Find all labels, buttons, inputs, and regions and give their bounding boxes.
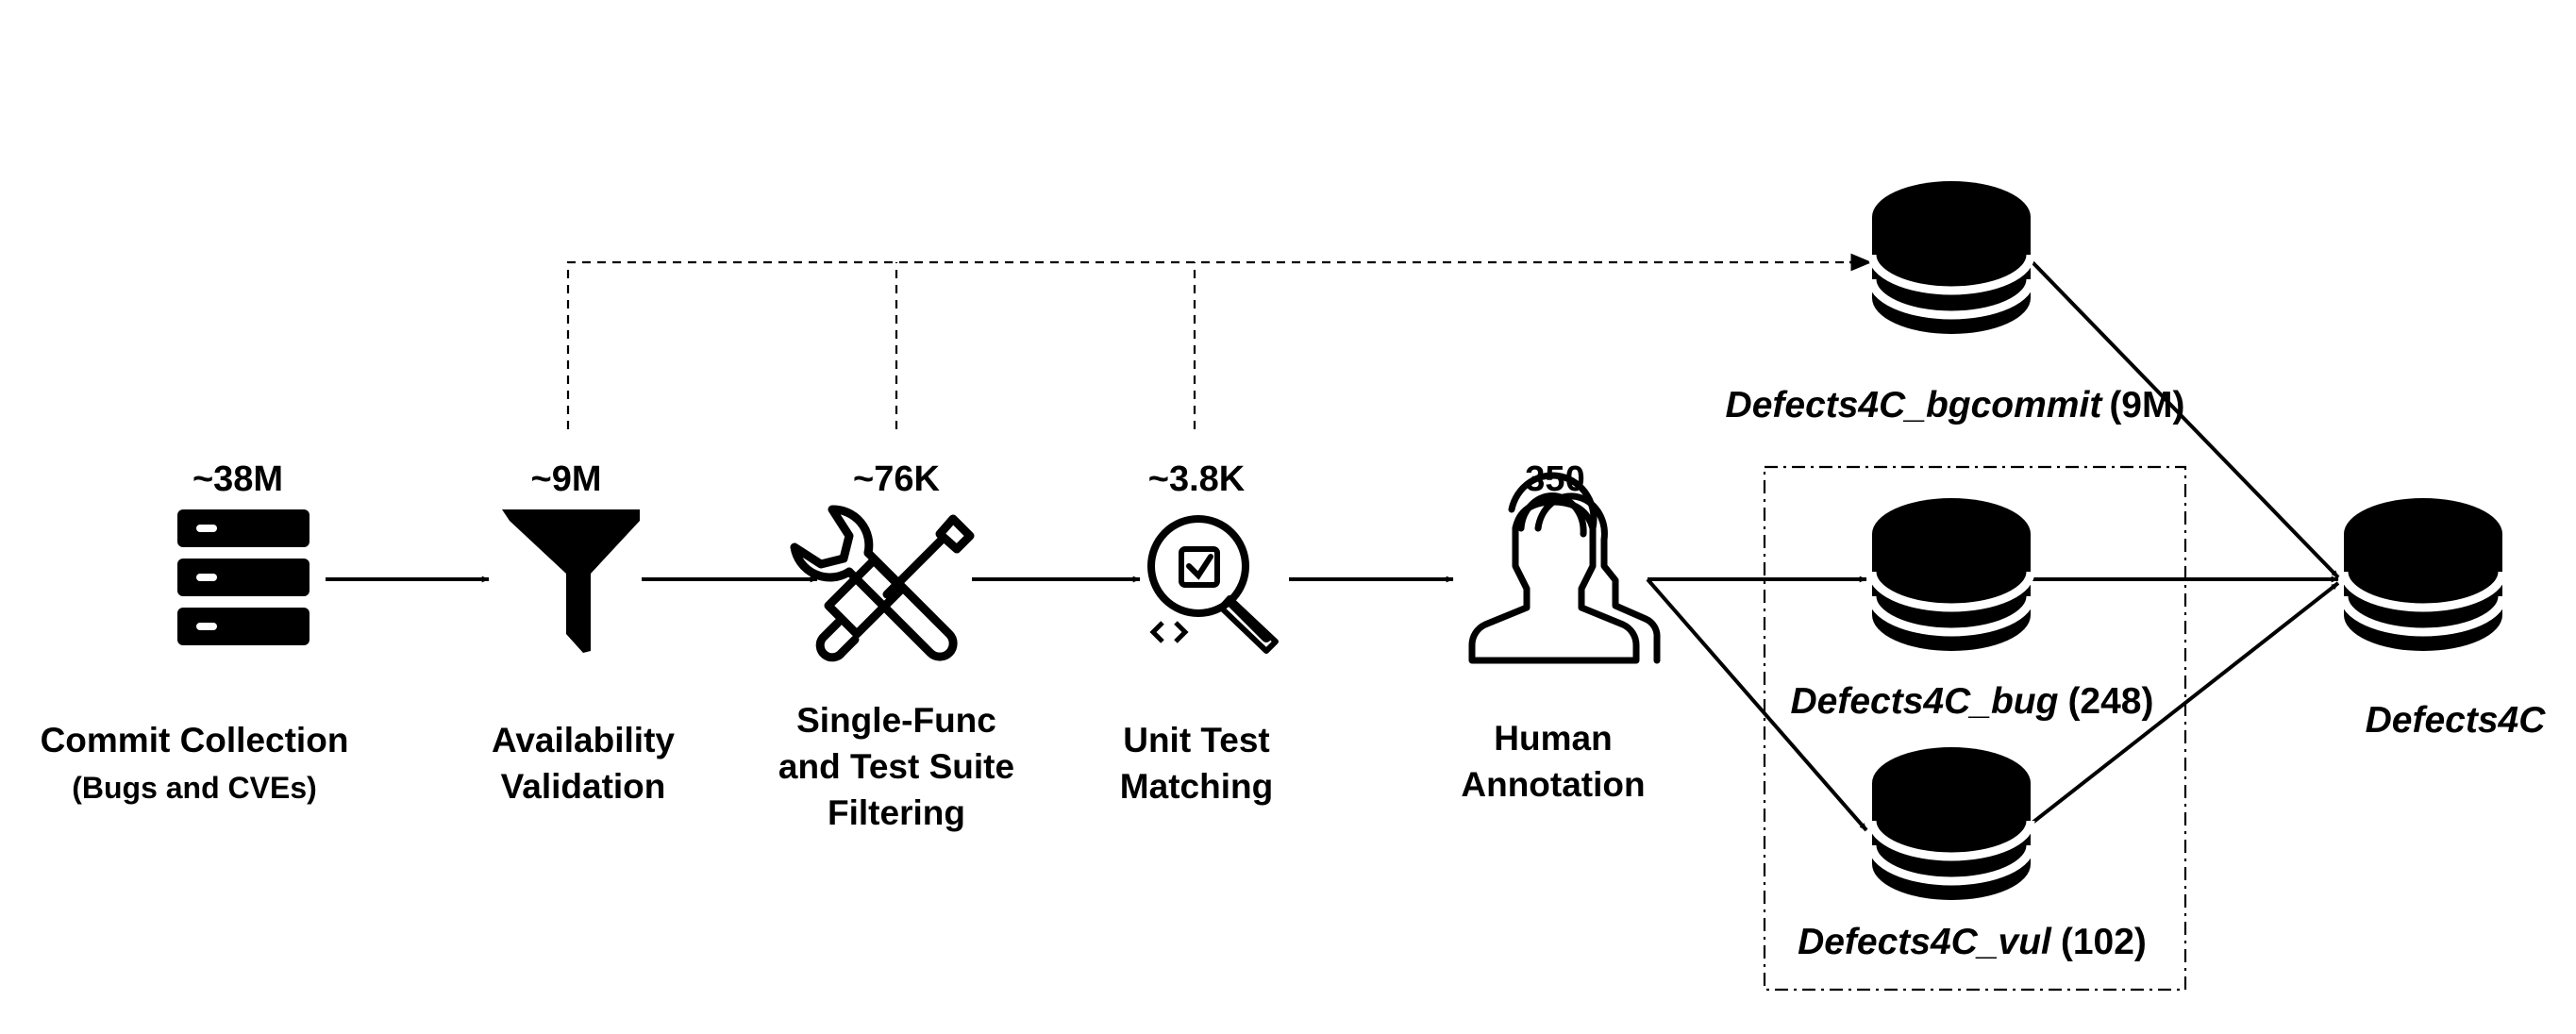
- magnifier-check-icon: [1147, 515, 1279, 654]
- stage-label-single-func-line1: Single-Func: [796, 701, 996, 740]
- dataset-name-final: Defects4C: [2366, 700, 2547, 741]
- stage-label-single-func-line2: and Test Suite: [778, 747, 1014, 786]
- stage-label-human-line1: Human: [1494, 719, 1612, 758]
- users-icon: [1468, 472, 1661, 664]
- server-stack-icon: [177, 509, 309, 645]
- stage-label-availability-line2: Validation: [501, 767, 666, 806]
- stage-label-unit-test-line1: Unit Test: [1123, 721, 1270, 759]
- dataset-name-bgcommit: Defects4C_bgcommit: [1726, 385, 2104, 425]
- stage-count-single-func-filtering: ~76K: [853, 459, 940, 499]
- bypass-connectors: [566, 253, 1872, 429]
- annotation-output-box: [1763, 465, 2187, 992]
- funnel-icon: [502, 509, 640, 653]
- stage-count-availability-validation: ~9M: [531, 459, 602, 499]
- stage-sublabel-commit-collection: (Bugs and CVEs): [72, 771, 317, 805]
- stage-label-unit-test-line2: Matching: [1120, 767, 1273, 806]
- stage-count-commit-collection: ~38M: [192, 459, 283, 499]
- database-icon-vul: [1872, 747, 2031, 900]
- dataset-label-vul: Defects4C_vul(102): [1798, 922, 2147, 962]
- database-icon-bgcommit: [1872, 181, 2031, 334]
- stage-label-commit-collection: Commit Collection: [41, 721, 349, 759]
- stage-count-unit-test-matching: ~3.8K: [1148, 459, 1246, 499]
- stage-count-human-annotation: 350: [1525, 459, 1584, 499]
- stage-label-single-func-line3: Filtering: [828, 793, 965, 832]
- dataset-count-vul: (102): [2061, 922, 2147, 962]
- dataset-label-bgcommit: Defects4C_bgcommit(9M): [1726, 385, 2185, 425]
- dataset-label-bug: Defects4C_bug(248): [1791, 681, 2154, 722]
- dataset-name-bug: Defects4C_bug: [1791, 681, 2059, 722]
- dataset-count-bug: (248): [2067, 681, 2153, 722]
- database-icon-final: [2344, 498, 2502, 651]
- stage-label-availability-line1: Availability: [492, 721, 675, 759]
- dataset-name-vul: Defects4C_vul: [1798, 922, 2052, 962]
- stage-label-human-line2: Annotation: [1461, 765, 1645, 804]
- database-icon-bug: [1872, 498, 2031, 651]
- dataset-count-bgcommit: (9M): [2109, 385, 2184, 425]
- flow-arrows: [326, 260, 2340, 832]
- wrench-screwdriver-icon: [790, 505, 975, 662]
